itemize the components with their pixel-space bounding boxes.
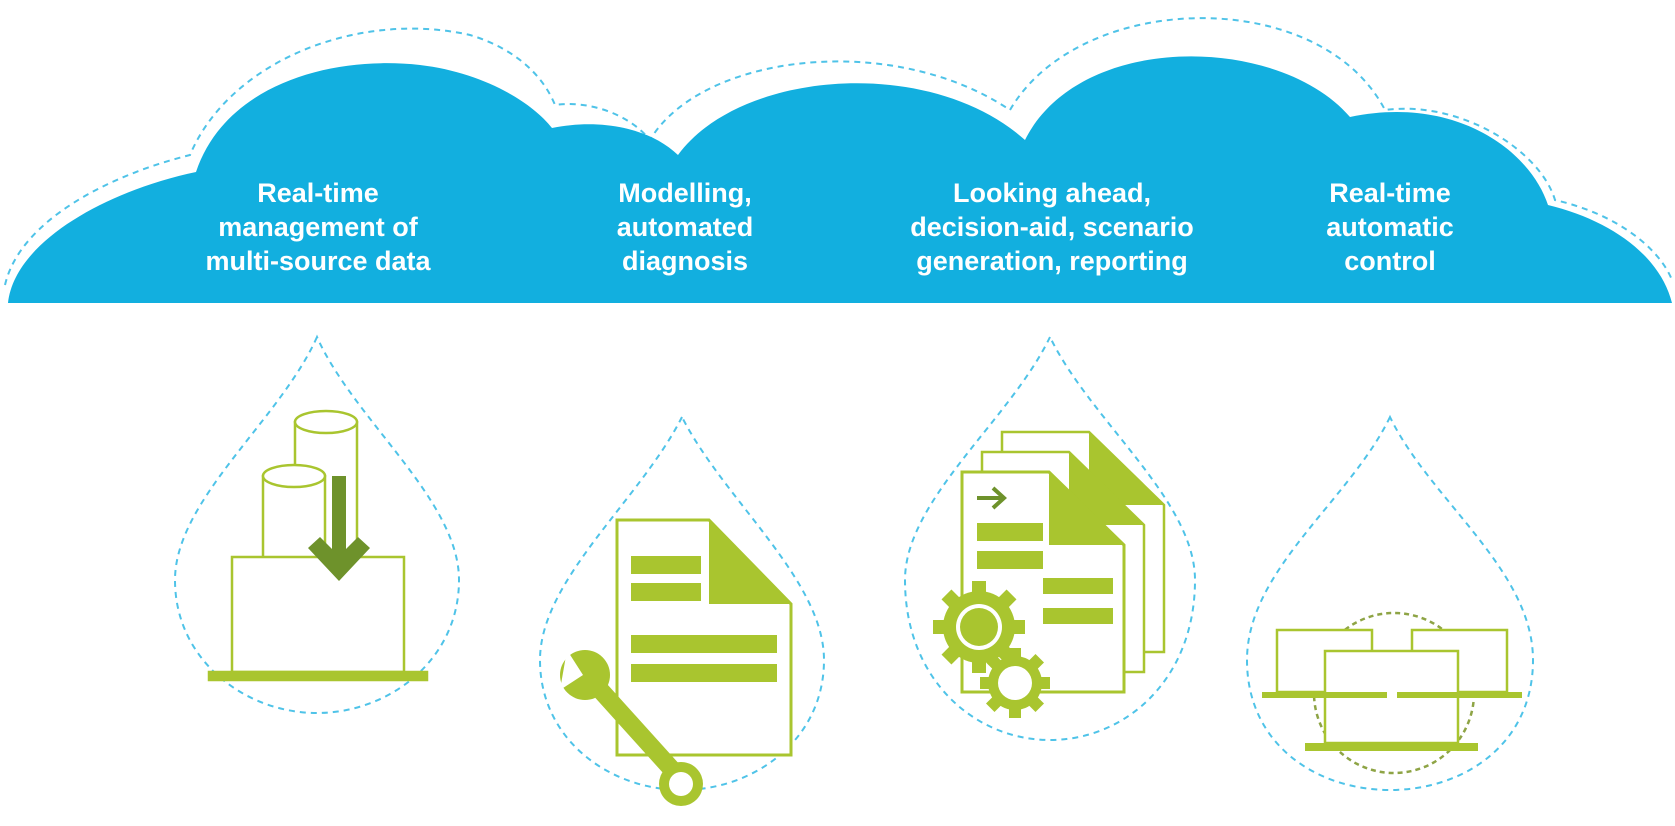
drop-outline [903,334,1197,742]
step-3-label: Looking ahead, decision-aid, scenario ge… [882,176,1222,278]
arrow-right-icon [977,486,1007,510]
drop-outline [1245,414,1535,792]
wrench-icon [560,650,703,806]
gear-small-icon [980,648,1050,718]
label-line: multi-source data [205,246,431,276]
step-1-drop [173,334,461,715]
label-line: Real-time [257,178,379,208]
document-wrench-icon [560,518,793,806]
database-download-laptop-icon [207,409,429,682]
drop-outline [173,334,461,715]
label-line: decision-aid, scenario [910,212,1194,242]
label-line: management of [218,212,418,242]
label-line: Looking ahead, [952,178,1152,208]
step-2-drop [538,414,826,806]
download-arrow-icon [308,476,370,581]
label-line: generation, reporting [916,246,1188,276]
document-fold [709,520,791,604]
cloud-outline [4,17,1673,286]
step-3-drop [903,334,1197,742]
label-line: Modelling, [618,178,752,208]
laptop-center-base [1305,743,1478,751]
laptop-screen [230,555,406,674]
label-line: Real-time [1329,178,1451,208]
laptop-right-base [1397,692,1522,698]
laptop-left-base [1262,692,1387,698]
step-4-label: Real-time automatic control [1265,176,1515,278]
laptop-base [207,670,429,682]
document-fold [1049,472,1124,545]
label-line: control [1344,246,1436,276]
step-1-label: Real-time management of multi-source dat… [168,176,468,278]
label-line: diagnosis [621,246,749,276]
documents-gears-icon [933,430,1166,718]
gear-icon [933,581,1025,673]
step-2-label: Modelling, automated diagnosis [560,176,810,278]
label-line: automated [616,212,754,242]
networked-laptops-icon [1262,611,1522,775]
step-4-drop [1245,414,1535,792]
label-line: automatic [1326,212,1454,242]
cloud-banner [8,56,1672,303]
